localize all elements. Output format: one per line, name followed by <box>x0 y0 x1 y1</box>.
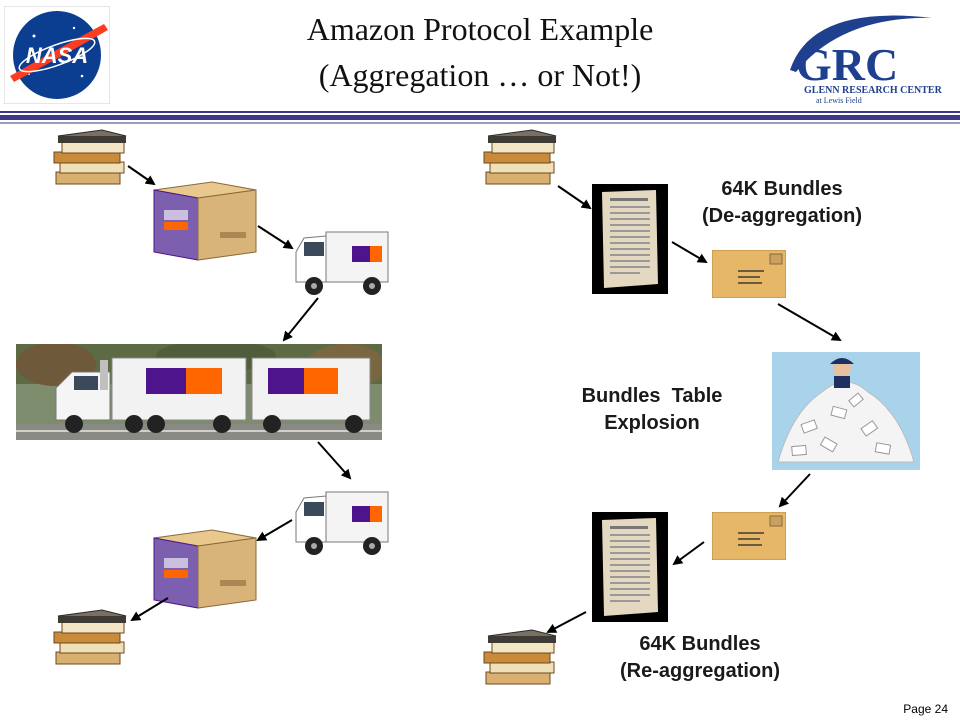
arrow-van-to-box <box>256 519 293 542</box>
book-stack-icon <box>52 608 130 670</box>
grc-logo: GRC GLENN RESEARCH CENTER at Lewis Field <box>782 10 956 106</box>
header-rule <box>0 110 960 126</box>
arrow-books-to-box <box>127 165 156 186</box>
explosion-label: Bundles Table Explosion <box>542 383 762 437</box>
fedex-van-icon <box>292 226 392 298</box>
book-stack-icon <box>482 628 560 690</box>
deaggregation-label-line2: (De-aggregation) <box>702 205 862 227</box>
mail-pile-illustration <box>772 352 920 470</box>
envelope-icon <box>711 511 787 561</box>
nasa-logo: NASA <box>3 5 111 105</box>
reaggregation-label-line1: 64K Bundles <box>639 633 761 655</box>
book-stack-icon <box>52 128 130 190</box>
reaggregation-label: 64K Bundles (Re-aggregation) <box>590 631 810 685</box>
arrow-page-to-books <box>546 611 587 633</box>
book-stack-icon <box>482 128 560 190</box>
grc-subtitle2: at Lewis Field <box>816 96 862 105</box>
arrow-truck-to-van <box>317 441 352 480</box>
fedex-box-icon <box>150 520 260 610</box>
book-page-icon <box>592 184 668 294</box>
explosion-label-line2: Explosion <box>604 412 700 434</box>
arrow-books-to-page <box>557 185 592 210</box>
arrow-pile-to-envelope <box>778 473 811 508</box>
page-title-line1: Amazon Protocol Example <box>306 11 654 47</box>
deaggregation-label-line1: 64K Bundles <box>721 178 843 200</box>
fedex-van-icon <box>292 486 392 558</box>
arrow-envelope-to-page <box>672 541 705 566</box>
nasa-logo-text: NASA <box>26 43 88 68</box>
fedex-box-icon <box>150 172 260 262</box>
page-number: Page 24 <box>903 702 948 716</box>
fedex-truck-photo <box>16 340 386 440</box>
book-page-icon <box>592 512 668 622</box>
reaggregation-label-line2: (Re-aggregation) <box>620 660 780 682</box>
arrow-box-to-van <box>257 225 294 250</box>
arrow-envelope-to-pile <box>777 303 842 342</box>
deaggregation-label: 64K Bundles (De-aggregation) <box>662 176 902 230</box>
explosion-label-line1: Bundles Table <box>581 385 723 407</box>
envelope-icon <box>711 249 787 299</box>
page-title-line2: (Aggregation … or Not!) <box>318 57 642 93</box>
arrow-page-to-envelope <box>671 241 708 264</box>
grc-logo-text: GRC <box>796 39 898 90</box>
grc-subtitle: GLENN RESEARCH CENTER <box>804 85 943 96</box>
arrow-box-to-books <box>130 597 169 622</box>
arrow-van-to-truck <box>282 297 319 342</box>
